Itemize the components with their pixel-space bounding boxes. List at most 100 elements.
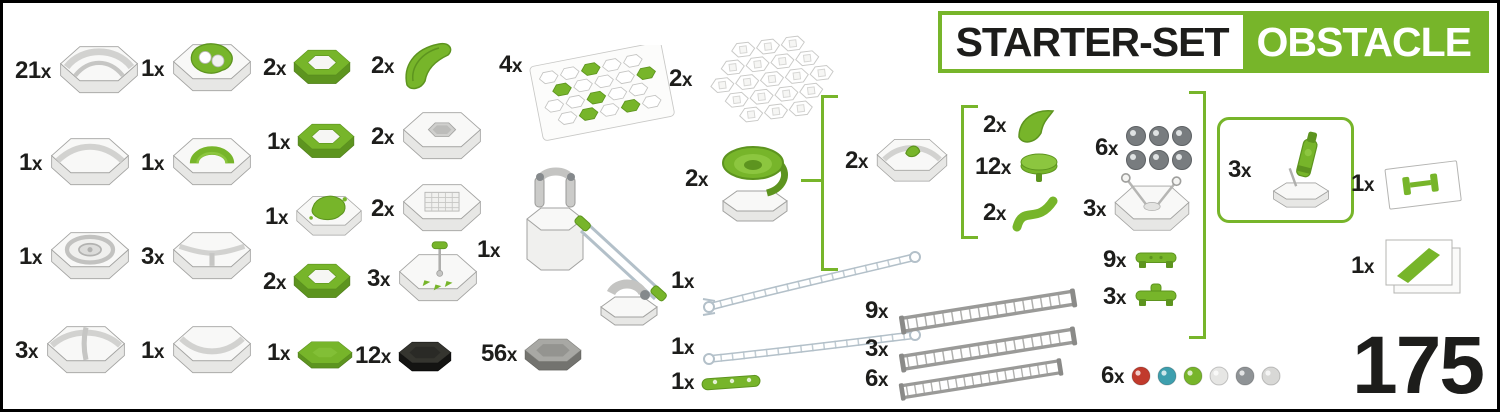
part-cannon-assembly: 3x <box>1217 117 1354 223</box>
green-mini-icon <box>699 369 765 395</box>
greensplash-tile-icon <box>293 185 365 248</box>
part-count: 1x <box>671 267 694 294</box>
part-vortex-tile: 1x <box>19 219 133 294</box>
basic2-tile-icon <box>169 313 255 388</box>
splash-tile-icon <box>169 31 255 106</box>
straight-track-icon <box>893 323 1083 375</box>
part-count: 6x <box>1095 134 1118 161</box>
funnel-icon <box>713 131 797 226</box>
part-clip-large: 9x <box>1103 247 1181 273</box>
part-count: 4x <box>499 51 522 78</box>
net-tile-icon <box>399 171 485 246</box>
part-count: 1x <box>671 368 694 395</box>
part-splash-part: 1x <box>265 185 365 248</box>
part-count: 6x <box>865 365 888 392</box>
part-count: 3x <box>1228 156 1251 183</box>
part-curve-part: 2x <box>983 191 1059 235</box>
part-splash-action-tile: 1x <box>141 31 255 106</box>
vortex-tile-icon <box>47 219 133 294</box>
hex-gray-icon <box>522 329 584 379</box>
part-count: 2x <box>669 65 692 92</box>
balls6-icon <box>1123 123 1195 173</box>
part-count: 2x <box>263 267 286 295</box>
assembly-connector-line <box>801 179 823 182</box>
part-flex-track-long: 1x <box>671 241 927 321</box>
part-sticker-sheet: 1x <box>1351 153 1467 215</box>
hex-black-icon <box>396 333 454 379</box>
part-count: 1x <box>141 148 164 176</box>
part-count: 2x <box>371 194 394 222</box>
part-curve-tile: 21x <box>15 33 142 108</box>
paper-2-icon <box>1379 231 1467 301</box>
part-rail-short: 6x <box>865 355 1069 403</box>
part-open-hex-b: 1x <box>267 113 357 170</box>
cannon-icon <box>1259 124 1343 216</box>
part-count: 12x <box>975 153 1011 180</box>
part-count: 3x <box>1083 195 1106 222</box>
part-count: 3x <box>15 336 38 364</box>
construct-icon <box>505 167 673 333</box>
part-flex-track-short: 1x <box>671 325 927 369</box>
title-product-name: OBSTACLE <box>1242 15 1485 69</box>
part-green-base-hex: 1x <box>267 331 355 374</box>
hex-green-icon <box>291 253 353 310</box>
part-count: 2x <box>263 53 286 81</box>
paper-1-icon <box>1379 153 1467 215</box>
part-count: 2x <box>983 111 1006 138</box>
assembly-bracket <box>961 105 978 239</box>
part-drop-tile: 2x <box>371 99 485 174</box>
assembly-bracket <box>1189 91 1206 339</box>
marbles-icon <box>1129 363 1297 389</box>
clip-b-icon <box>1131 283 1181 311</box>
part-metal-balls: 6x <box>1095 123 1195 173</box>
part-rail-long: 9x <box>865 285 1083 337</box>
part-count: 6x <box>1101 362 1124 389</box>
part-count: 1x <box>671 333 694 360</box>
part-catch-tile: 2x <box>371 171 485 246</box>
part-flip-assembly: 2x <box>845 127 951 195</box>
part-curve-insert: 2x <box>371 39 459 93</box>
part-count: 2x <box>685 164 708 192</box>
part-count: 1x <box>267 338 290 366</box>
part-hammer-tile: 3x <box>367 241 481 316</box>
part-threeway-tile: 3x <box>15 313 129 388</box>
hex-green-icon <box>295 113 357 170</box>
part-count: 1x <box>267 127 290 155</box>
part-count: 3x <box>367 264 390 292</box>
part-count: 9x <box>1103 246 1126 273</box>
part-marble-set: 6x <box>1101 363 1297 389</box>
tunnel-tile-icon <box>169 125 255 200</box>
flip-tile-icon <box>873 127 951 195</box>
part-clip-small: 3x <box>1103 283 1181 311</box>
part-count: 3x <box>141 242 164 270</box>
part-spinner-icon <box>1016 149 1062 185</box>
part-basic-tile: 1x <box>141 313 255 388</box>
part-funnel-piece: 2x <box>685 131 797 226</box>
part-count: 2x <box>983 199 1006 226</box>
part-count: 2x <box>371 122 394 150</box>
junction-tile-icon <box>169 219 255 294</box>
part-scoop-part: 2x <box>983 103 1059 147</box>
part-count: 1x <box>19 148 42 176</box>
hex-green-icon <box>291 39 353 96</box>
assembly-bracket <box>821 95 838 271</box>
part-spinner-part: 12x <box>975 149 1062 185</box>
part-obstacle-build: 1x <box>477 167 673 333</box>
part-tunnel-tile: 1x <box>141 125 255 200</box>
flex-track-1-icon <box>699 241 927 321</box>
part-count: 3x <box>1103 283 1126 310</box>
part-count: 12x <box>355 342 391 369</box>
part-curve-icon <box>1011 191 1059 235</box>
part-count: 1x <box>477 236 500 263</box>
total-piece-count: 175 <box>1352 320 1485 411</box>
part-lever-tile: 3x <box>1083 173 1193 245</box>
lever-tile-icon <box>1111 173 1193 245</box>
title-banner: STARTER-SET OBSTACLE <box>937 11 1489 73</box>
part-count: 3x <box>865 335 888 362</box>
part-count: 1x <box>265 202 288 230</box>
part-clear-plate: 2x <box>669 29 847 129</box>
curves-tile-icon <box>56 33 142 108</box>
hex-green-flat-icon <box>295 331 355 374</box>
